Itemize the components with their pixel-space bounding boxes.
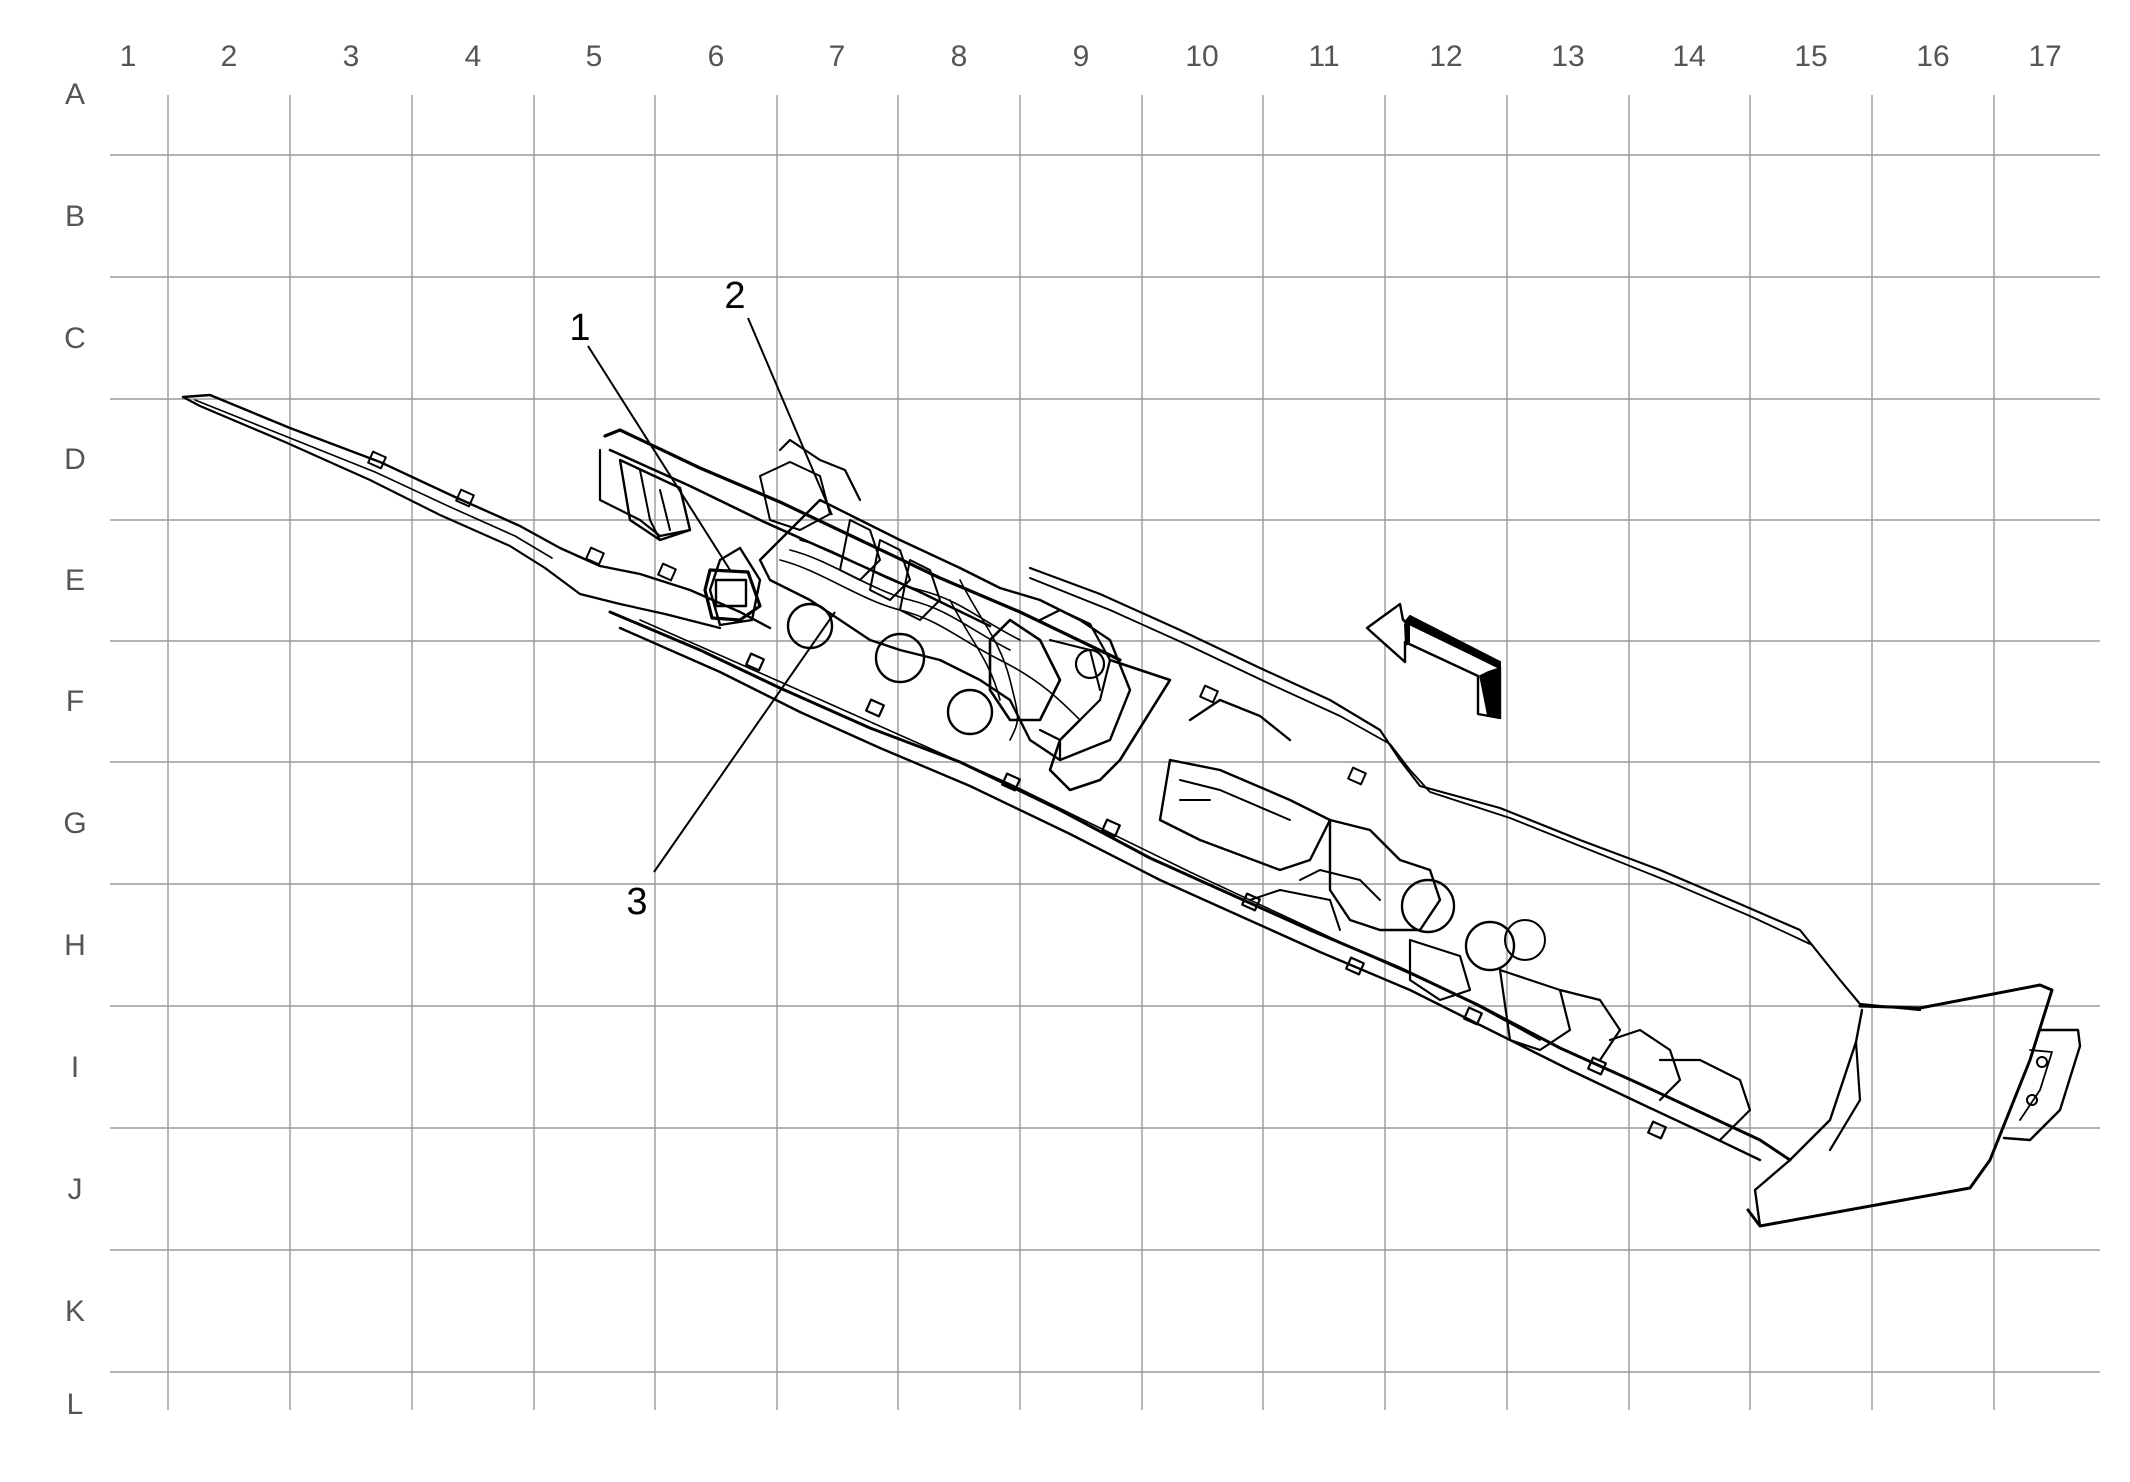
callout-1: 1 — [569, 307, 731, 571]
row-label: E — [65, 564, 85, 597]
row-label: A — [65, 78, 85, 111]
row-labels: A B C D E F G H I J K L — [63, 78, 86, 1421]
column-label: 13 — [1551, 40, 1584, 73]
column-label: 8 — [951, 40, 968, 73]
forward-arrow-icon — [1365, 602, 1502, 720]
row-label: K — [65, 1295, 85, 1328]
row-label: D — [64, 443, 86, 476]
callout-number: 3 — [626, 881, 647, 923]
column-label: 5 — [586, 40, 603, 73]
column-label: 15 — [1794, 40, 1827, 73]
column-label: 11 — [1308, 40, 1339, 73]
row-label: G — [63, 807, 86, 840]
reference-grid — [110, 95, 2100, 1410]
column-labels: 1 2 3 4 5 6 7 8 9 10 11 12 13 14 15 16 1… — [120, 40, 2062, 73]
column-label: 6 — [708, 40, 725, 73]
column-label: 1 — [120, 40, 137, 73]
column-label: 4 — [465, 40, 482, 73]
row-label: I — [71, 1051, 79, 1084]
callout-number: 2 — [724, 275, 745, 317]
callout-number: 1 — [569, 307, 590, 349]
column-label: 17 — [2028, 40, 2061, 73]
column-label: 14 — [1672, 40, 1705, 73]
row-label: L — [67, 1388, 84, 1421]
column-label: 9 — [1073, 40, 1090, 73]
column-label: 10 — [1185, 40, 1218, 73]
callout-2: 2 — [724, 275, 833, 516]
row-label: C — [64, 322, 86, 355]
column-label: 16 — [1916, 40, 1949, 73]
row-label: F — [66, 685, 84, 718]
callout-3: 3 — [626, 611, 836, 923]
column-label: 3 — [343, 40, 360, 73]
row-label: J — [68, 1173, 83, 1206]
column-label: 2 — [221, 40, 238, 73]
row-label: B — [65, 200, 85, 233]
column-label: 7 — [829, 40, 846, 73]
harness-assembly-drawing — [181, 393, 2082, 1228]
row-label: H — [64, 929, 86, 962]
column-label: 12 — [1429, 40, 1462, 73]
